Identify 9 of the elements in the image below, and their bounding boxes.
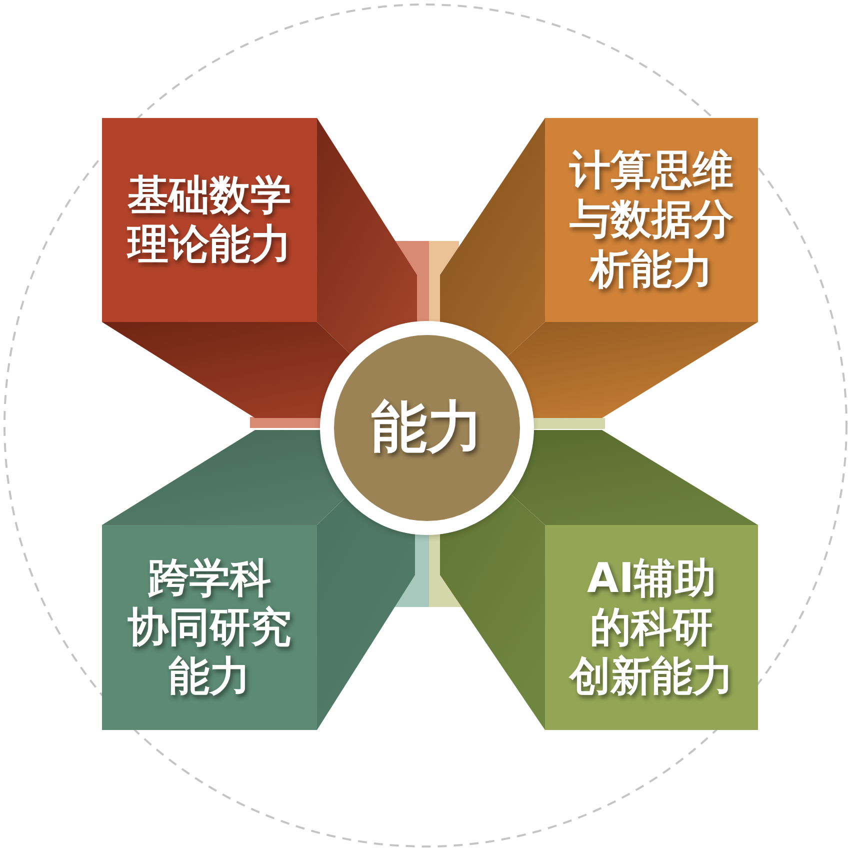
box-label: AI辅助的科研创新能力 [570, 554, 734, 702]
center-label: 能力 [371, 394, 483, 462]
box-label: 跨学科协同研究能力 [128, 554, 292, 702]
category-box [545, 118, 758, 322]
category-box [102, 525, 317, 730]
category-box [545, 525, 758, 730]
category-box [102, 118, 317, 322]
box-label: 计算思维与数据分析能力 [570, 146, 734, 294]
box-label: 基础数学理论能力 [128, 170, 292, 270]
